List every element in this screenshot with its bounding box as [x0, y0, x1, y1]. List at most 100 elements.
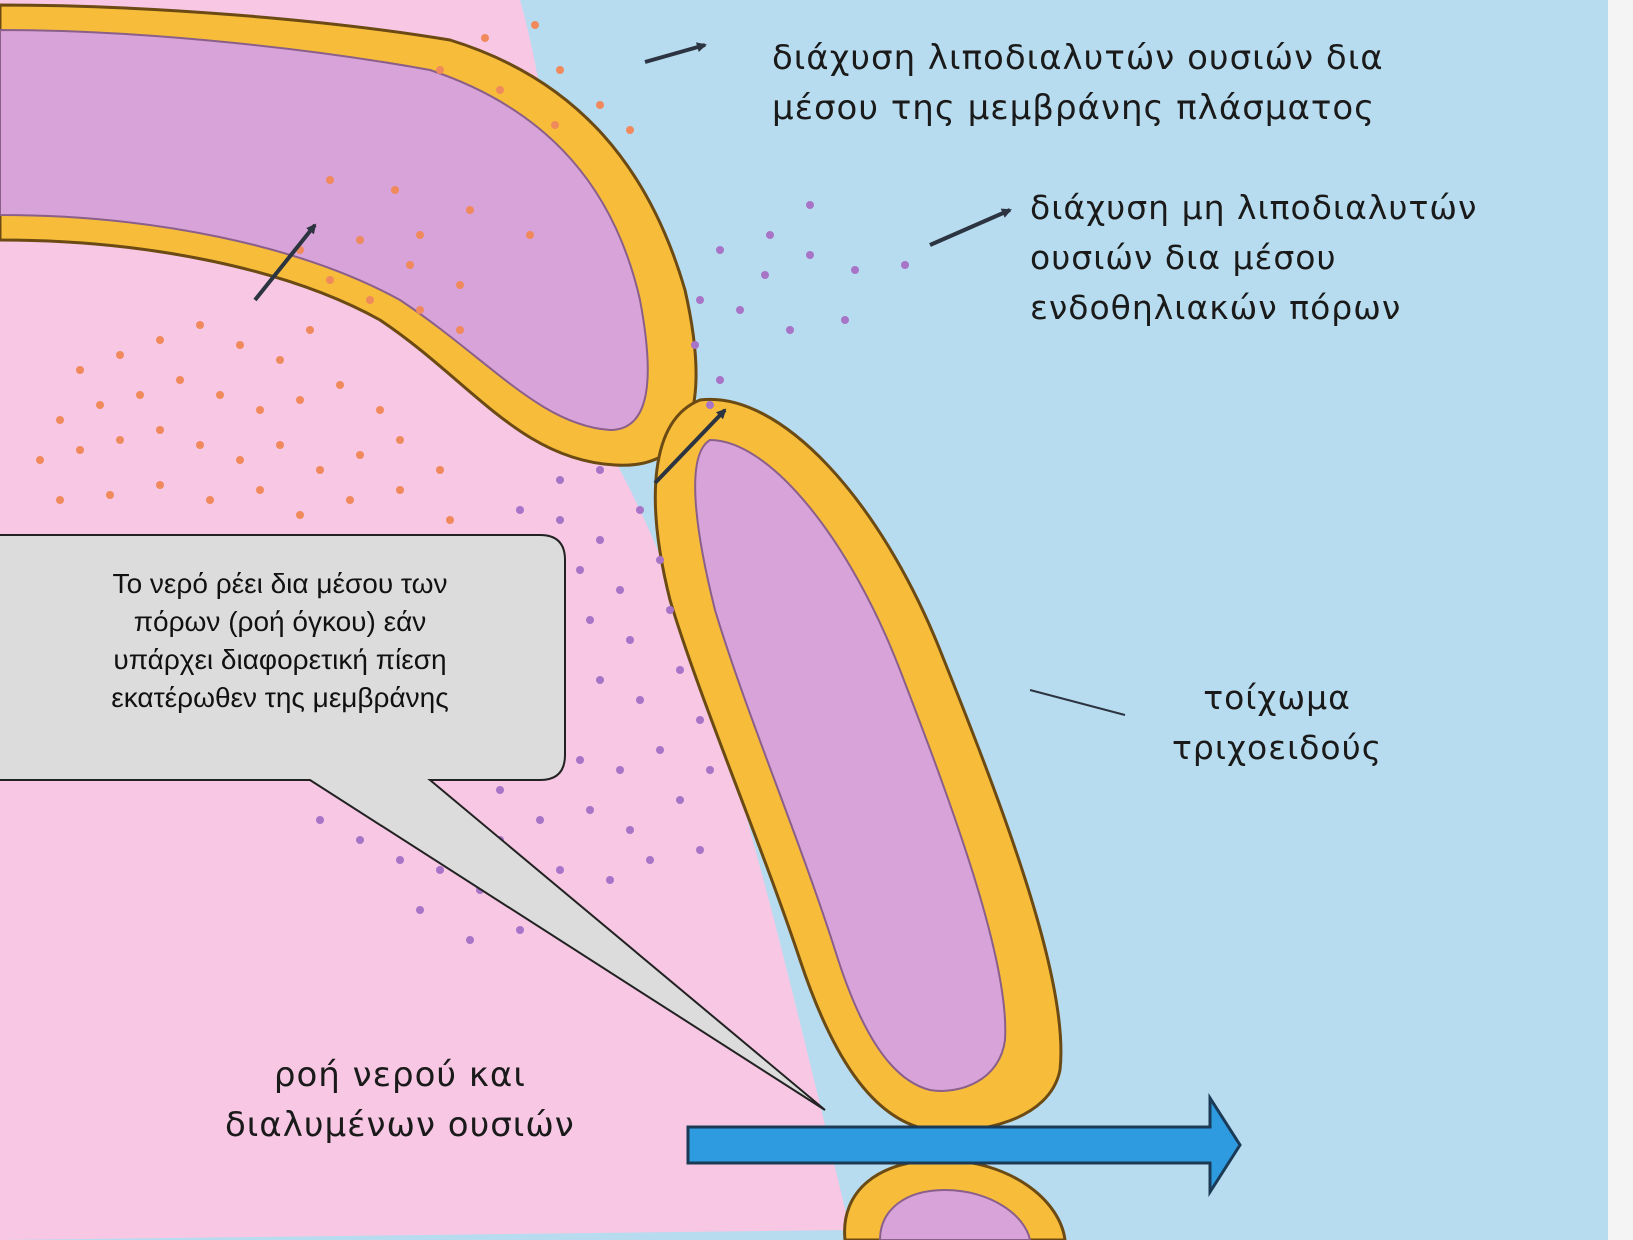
callout-line-3: υπάρχει διαφορετική πίεση — [0, 641, 560, 679]
callout-line-1: Το νερό ρέει δια μέσου των — [0, 565, 560, 603]
nonlipid-molecule-dot — [436, 866, 444, 874]
lipid-molecule-dot — [416, 306, 424, 314]
lipid-molecule-dot — [356, 236, 364, 244]
nonlipid-molecule-dot — [901, 261, 909, 269]
nonlipid-molecule-dot — [706, 401, 714, 409]
capillary-wall-line-1: τοίχωμα — [1172, 673, 1382, 723]
nonlipid-molecule-dot — [766, 231, 774, 239]
lipid-molecule-dot — [446, 516, 454, 524]
lipid-molecule-dot — [336, 381, 344, 389]
nonlipid-molecule-dot — [636, 506, 644, 514]
lipid-molecule-dot — [106, 491, 114, 499]
lipid-molecule-dot — [326, 276, 334, 284]
lipid-molecule-dot — [316, 466, 324, 474]
lipid-molecule-dot — [436, 466, 444, 474]
nonlipid-molecule-dot — [616, 586, 624, 594]
water-flow-line-1: ροή νερού και — [225, 1050, 575, 1100]
nonlipid-molecule-dot — [606, 876, 614, 884]
capillary-wall-line-2: τριχοειδούς — [1172, 723, 1382, 773]
lipid-diffusion-line-1: διάχυση λιποδιαλυτών ουσιών δια — [772, 33, 1384, 83]
lipid-molecule-dot — [206, 496, 214, 504]
nonlipid-molecule-dot — [806, 201, 814, 209]
nonlipid-molecule-dot — [556, 866, 564, 874]
lipid-molecule-dot — [436, 66, 444, 74]
lipid-molecule-dot — [256, 406, 264, 414]
nonlipid-molecule-dot — [656, 556, 664, 564]
callout-line-4: εκατέρωθεν της μεμβράνης — [0, 679, 560, 717]
lipid-molecule-dot — [396, 436, 404, 444]
lipid-molecule-dot — [456, 281, 464, 289]
nonlipid-molecule-dot — [356, 836, 364, 844]
nonlipid-molecule-dot — [616, 766, 624, 774]
nonlipid-molecule-dot — [761, 271, 769, 279]
lipid-molecule-dot — [236, 456, 244, 464]
nonlipid-molecule-dot — [626, 826, 634, 834]
lipid-molecule-dot — [196, 441, 204, 449]
lipid-molecule-dot — [526, 231, 534, 239]
lipid-molecule-dot — [346, 496, 354, 504]
nonlipid-molecule-dot — [516, 926, 524, 934]
nonlipid-diffusion-line-1: διάχυση μη λιποδιαλυτών — [1030, 183, 1477, 233]
nonlipid-molecule-dot — [676, 796, 684, 804]
lipid-molecule-dot — [296, 511, 304, 519]
nonlipid-molecule-dot — [666, 606, 674, 614]
nonlipid-molecule-dot — [696, 716, 704, 724]
lipid-molecule-dot — [76, 366, 84, 374]
lipid-molecule-dot — [116, 351, 124, 359]
lipid-diffusion-label: διάχυση λιποδιαλυτών ουσιών δια μέσου τη… — [772, 33, 1384, 133]
lipid-molecule-dot — [156, 426, 164, 434]
lipid-molecule-dot — [396, 486, 404, 494]
nonlipid-molecule-dot — [596, 536, 604, 544]
nonlipid-diffusion-label: διάχυση μη λιποδιαλυτών ουσιών δια μέσου… — [1030, 183, 1477, 333]
nonlipid-molecule-dot — [691, 341, 699, 349]
right-margin-strip — [1608, 0, 1633, 1240]
lipid-molecule-dot — [156, 481, 164, 489]
lipid-molecule-dot — [416, 231, 424, 239]
capillary-wall-label: τοίχωμα τριχοειδούς — [1172, 673, 1382, 773]
nonlipid-molecule-dot — [676, 666, 684, 674]
nonlipid-molecule-dot — [576, 756, 584, 764]
lipid-molecule-dot — [551, 121, 559, 129]
nonlipid-molecule-dot — [716, 246, 724, 254]
lipid-molecule-dot — [76, 446, 84, 454]
nonlipid-molecule-dot — [416, 906, 424, 914]
lipid-molecule-dot — [296, 396, 304, 404]
nonlipid-molecule-dot — [626, 636, 634, 644]
nonlipid-diffusion-line-2: ουσιών δια μέσου — [1030, 233, 1477, 283]
nonlipid-molecule-dot — [696, 846, 704, 854]
lipid-molecule-dot — [596, 101, 604, 109]
lipid-diffusion-line-2: μέσου της μεμβράνης πλάσματος — [772, 83, 1384, 133]
lipid-molecule-dot — [96, 401, 104, 409]
lipid-molecule-dot — [216, 391, 224, 399]
nonlipid-diffusion-line-3: ενδοθηλιακών πόρων — [1030, 283, 1477, 333]
nonlipid-molecule-dot — [851, 266, 859, 274]
nonlipid-molecule-dot — [316, 816, 324, 824]
lipid-molecule-dot — [366, 296, 374, 304]
lipid-molecule-dot — [326, 176, 334, 184]
lipid-molecule-dot — [116, 436, 124, 444]
nonlipid-molecule-dot — [786, 326, 794, 334]
nonlipid-molecule-dot — [586, 806, 594, 814]
lipid-molecule-dot — [496, 86, 504, 94]
lipid-molecule-dot — [406, 261, 414, 269]
water-flow-label: ροή νερού και διαλυμένων ουσιών — [225, 1050, 575, 1150]
lipid-molecule-dot — [156, 336, 164, 344]
nonlipid-molecule-dot — [706, 766, 714, 774]
lipid-molecule-dot — [391, 186, 399, 194]
nonlipid-molecule-dot — [556, 476, 564, 484]
lipid-molecule-dot — [56, 416, 64, 424]
lipid-molecule-dot — [176, 376, 184, 384]
lipid-molecule-dot — [256, 486, 264, 494]
lipid-molecule-dot — [626, 126, 634, 134]
nonlipid-molecule-dot — [536, 816, 544, 824]
lipid-molecule-dot — [556, 66, 564, 74]
lipid-molecule-dot — [276, 441, 284, 449]
nonlipid-molecule-dot — [586, 616, 594, 624]
lipid-molecule-dot — [376, 406, 384, 414]
nonlipid-molecule-dot — [596, 676, 604, 684]
nonlipid-molecule-dot — [656, 746, 664, 754]
nonlipid-molecule-dot — [496, 786, 504, 794]
nonlipid-molecule-dot — [736, 306, 744, 314]
lipid-molecule-dot — [306, 326, 314, 334]
